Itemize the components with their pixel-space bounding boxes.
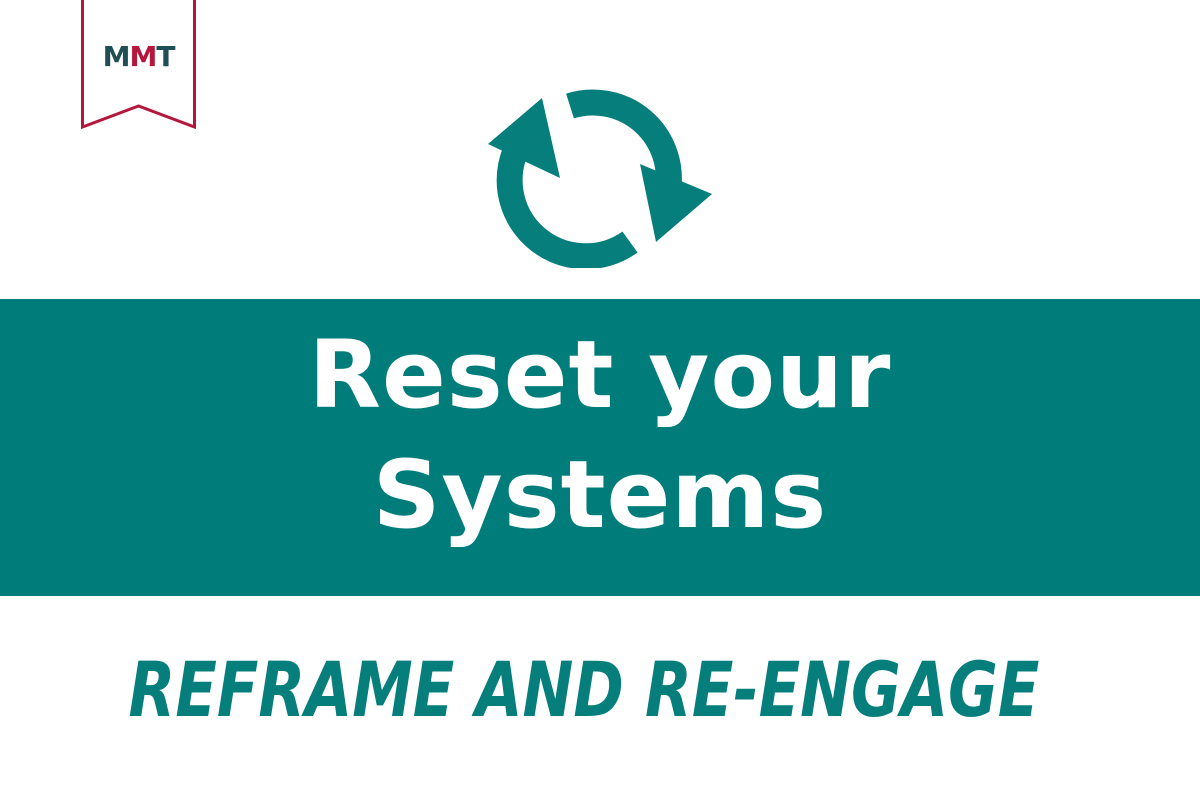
title-banner xyxy=(0,299,1200,596)
tagline: REFRAME AND RE-ENGAGE xyxy=(128,645,1040,734)
refresh-icon xyxy=(480,78,720,270)
banner-title-line-1: Reset your xyxy=(308,321,892,430)
logo-ribbon-outline xyxy=(81,0,196,129)
mmt-logo: MMT xyxy=(81,0,196,129)
logo-text: MMT xyxy=(81,40,196,74)
logo-letter-1: M xyxy=(102,40,131,73)
logo-letter-3: T xyxy=(156,40,175,73)
logo-letter-2: M xyxy=(129,40,157,73)
banner-title-line-2: Systems xyxy=(372,441,828,550)
banner-title: Reset your Systems xyxy=(0,316,1200,556)
